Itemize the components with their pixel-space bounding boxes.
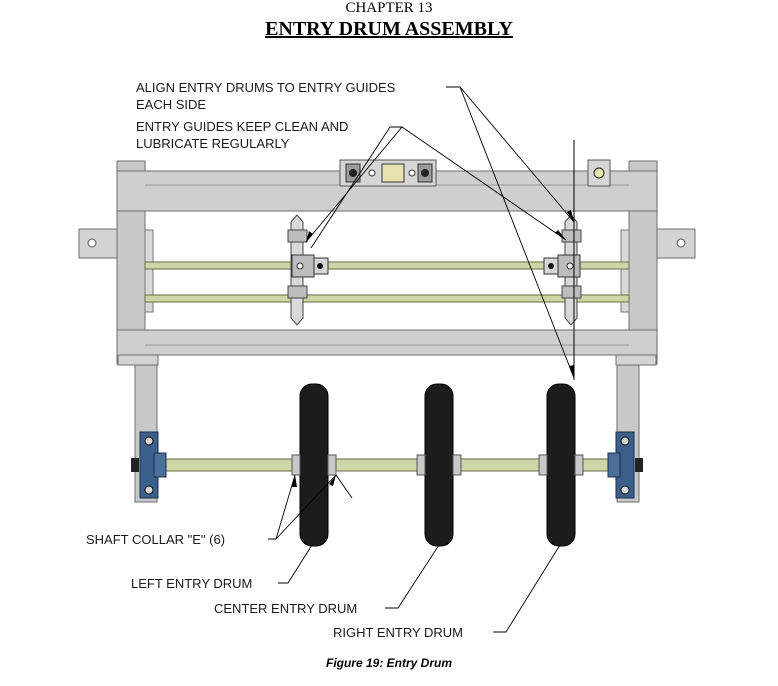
top-right-bolt — [593, 167, 605, 179]
chapter-number: CHAPTER 13 — [345, 0, 433, 16]
entry-guides-label-line1: ENTRY GUIDES KEEP CLEAN AND — [136, 119, 348, 134]
left-mount-tab — [78, 228, 122, 259]
leader-lines — [268, 86, 575, 633]
upper-shafts — [144, 261, 630, 303]
left-entry-drum-label: LEFT ENTRY DRUM — [131, 576, 252, 591]
main-frame — [78, 159, 696, 365]
left-inner-bracket — [144, 229, 154, 313]
right-bearing — [607, 431, 643, 499]
page-title: ENTRY DRUM ASSEMBLY — [265, 18, 513, 40]
figure-caption: Figure 19: Entry Drum — [325, 656, 453, 670]
top-block-bolt-left — [349, 169, 357, 177]
center-entry-drum — [416, 383, 462, 547]
right-entry-guide — [543, 214, 582, 326]
right-mount-hole — [676, 238, 686, 248]
center-entry-drum-label: CENTER ENTRY DRUM — [214, 601, 357, 616]
shaft-collar-label: SHAFT COLLAR "E" (6) — [86, 532, 225, 547]
top-block-hole-left — [368, 169, 376, 177]
arrow-heads — [292, 210, 574, 487]
align-drums-label-line2: EACH SIDE — [136, 97, 206, 112]
right-entry-drum — [538, 383, 584, 547]
entry-guides-label-line2: LUBRICATE REGULARLY — [136, 136, 290, 151]
top-block-bolt-right — [421, 169, 429, 177]
upper-shaft-2 — [144, 294, 630, 303]
right-inner-bracket — [620, 229, 630, 313]
left-entry-guide — [287, 214, 329, 326]
right-entry-drum-label: RIGHT ENTRY DRUM — [333, 625, 463, 640]
right-mount-tab — [654, 228, 696, 259]
bottom-rail — [116, 329, 658, 356]
align-drums-label-line1: ALIGN ENTRY DRUMS TO ENTRY GUIDES — [136, 80, 396, 95]
left-bearing — [131, 431, 167, 499]
upper-shaft-1 — [144, 261, 630, 270]
left-mount-hole — [87, 238, 97, 248]
top-block-plate — [381, 163, 405, 183]
top-block-hole-right — [408, 169, 416, 177]
left-entry-drum — [291, 383, 337, 547]
